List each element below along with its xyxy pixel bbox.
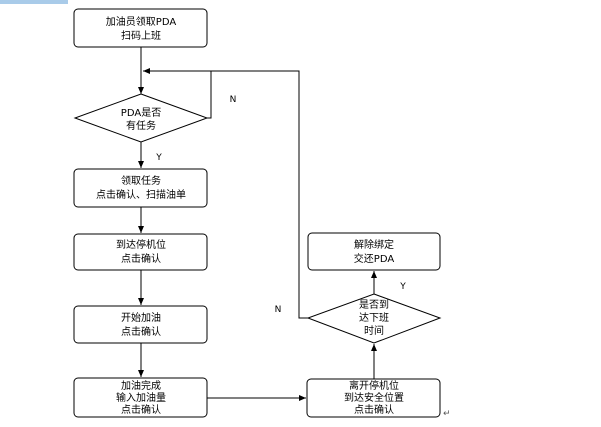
node-arrive-stand-line-2: 点击确认	[121, 252, 161, 265]
label-has-task-yes: Y	[155, 153, 162, 163]
node-receive-task-line-2: 点击确认、扫描油单	[96, 188, 186, 201]
edges	[138, 47, 377, 401]
decision-off-time-line-3: 时间	[364, 324, 384, 337]
node-scan-start: 加油员领取PDA 扫码上班	[73, 8, 208, 48]
label-has-task-no: N	[230, 95, 237, 105]
label-off-time-no: N	[275, 305, 282, 315]
decision-off-time-line-2: 达下班	[359, 312, 389, 324]
node-arrive-stand: 到达停机位 点击确认	[73, 233, 208, 271]
node-unbind-pda-line-2: 交还PDA	[354, 252, 395, 265]
node-leave-stand-line-3: 点击确认	[354, 403, 394, 416]
node-fueling-finished: 加油完成 输入加油量 点击确认	[73, 377, 208, 418]
paragraph-mark: ↵	[443, 409, 451, 419]
node-scan-start-line-2: 扫码上班	[121, 29, 161, 42]
node-start-fueling: 开始加油 点击确认	[73, 305, 208, 344]
selection-highlight	[0, 0, 68, 4]
node-start-fueling-line-1: 开始加油	[121, 311, 161, 324]
node-fueling-finished-line-3: 点击确认	[121, 403, 161, 416]
decision-off-time-line-1: 是否到	[359, 299, 389, 311]
node-leave-stand-line-2: 到达安全位置	[344, 391, 404, 404]
node-unbind-pda-line-1: 解除绑定	[354, 238, 394, 251]
decision-has-task-line-2: 有任务	[126, 119, 156, 132]
decision-off-time: 是否到 达下班 时间	[306, 293, 442, 344]
label-off-time-yes: Y	[399, 282, 406, 292]
node-receive-task: 领取任务 点击确认、扫描油单	[73, 168, 208, 208]
decision-has-task-line-1: PDA是否	[121, 107, 161, 119]
node-unbind-pda: 解除绑定 交还PDA	[307, 232, 441, 271]
node-start-fueling-line-2: 点击确认	[121, 325, 161, 338]
node-leave-stand-line-1: 离开停机位	[349, 379, 399, 392]
node-receive-task-line-1: 领取任务	[121, 174, 161, 187]
node-fueling-finished-line-1: 加油完成	[121, 379, 161, 392]
node-arrive-stand-line-1: 到达停机位	[116, 238, 166, 251]
decision-has-task: PDA是否 有任务	[73, 93, 209, 143]
edge-offtime-no-loop	[143, 70, 309, 319]
node-fueling-finished-line-2: 输入加油量	[116, 391, 166, 404]
node-scan-start-line-1: 加油员领取PDA	[106, 15, 177, 28]
node-leave-stand: 离开停机位 到达安全位置 点击确认	[306, 378, 441, 418]
